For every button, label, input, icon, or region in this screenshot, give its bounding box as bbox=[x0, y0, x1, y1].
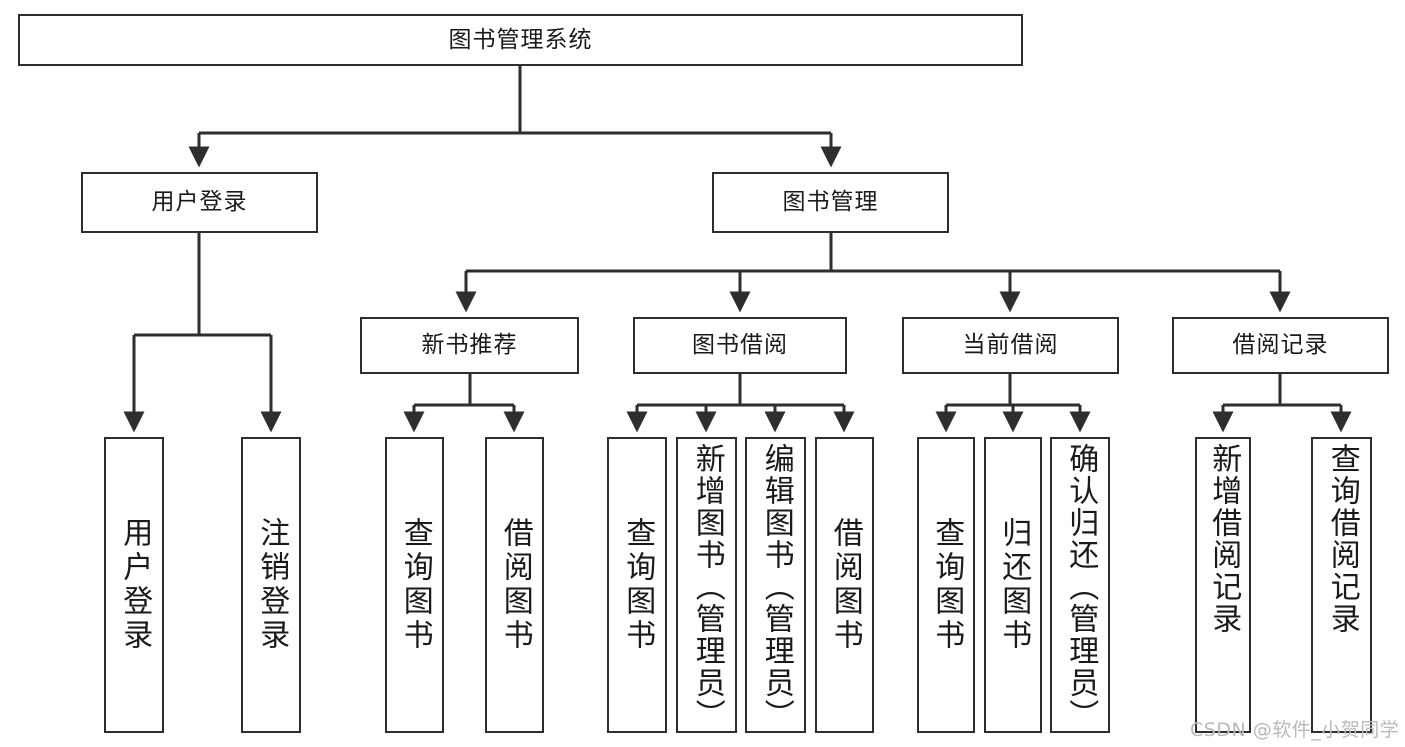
leaf-logout[interactable]: 注销登录 bbox=[241, 437, 301, 733]
csdn-watermark: CSDN @软件_小贺同学 bbox=[1190, 719, 1400, 741]
node-book-management-label: 图书管理 bbox=[782, 189, 879, 215]
node-new-book-recommend-label: 新书推荐 bbox=[421, 332, 518, 358]
leaf-query-borrow-record-label: 查询借阅记录 bbox=[1324, 443, 1360, 635]
leaf-query-books-recommend[interactable]: 查询图书 bbox=[385, 437, 444, 733]
node-user-login-label: 用户登录 bbox=[151, 189, 248, 215]
leaf-edit-book-admin-label: 编辑图书（管理员） bbox=[758, 443, 794, 731]
node-user-login[interactable]: 用户登录 bbox=[81, 172, 318, 233]
node-borrow-records-label: 借阅记录 bbox=[1232, 332, 1329, 358]
node-current-borrow[interactable]: 当前借阅 bbox=[902, 317, 1119, 374]
leaf-edit-book-admin[interactable]: 编辑图书（管理员） bbox=[745, 437, 806, 733]
node-root[interactable]: 图书管理系统 bbox=[18, 14, 1023, 66]
node-current-borrow-label: 当前借阅 bbox=[962, 332, 1059, 358]
node-book-management[interactable]: 图书管理 bbox=[712, 172, 949, 233]
leaf-confirm-return-admin-label: 确认归还（管理员） bbox=[1063, 443, 1099, 731]
leaf-add-borrow-record-label: 新增借阅记录 bbox=[1206, 443, 1242, 635]
leaf-user-login-label: 用户登录 bbox=[117, 517, 153, 653]
leaf-query-borrow-record[interactable]: 查询借阅记录 bbox=[1311, 437, 1372, 733]
leaf-logout-label: 注销登录 bbox=[254, 517, 290, 653]
leaf-add-borrow-record[interactable]: 新增借阅记录 bbox=[1195, 437, 1251, 733]
node-book-borrow[interactable]: 图书借阅 bbox=[633, 317, 847, 374]
leaf-query-books-current-label: 查询图书 bbox=[929, 517, 965, 653]
leaf-borrow-books-recommend[interactable]: 借阅图书 bbox=[485, 437, 544, 733]
node-root-label: 图书管理系统 bbox=[448, 26, 593, 53]
leaf-query-books-borrow[interactable]: 查询图书 bbox=[607, 437, 667, 733]
leaf-query-books-recommend-label: 查询图书 bbox=[397, 517, 433, 653]
leaf-query-books-current[interactable]: 查询图书 bbox=[917, 437, 975, 733]
leaf-add-book-admin[interactable]: 新增图书（管理员） bbox=[676, 437, 737, 733]
leaf-return-books[interactable]: 归还图书 bbox=[984, 437, 1042, 733]
leaf-return-books-label: 归还图书 bbox=[996, 517, 1032, 653]
leaf-query-books-borrow-label: 查询图书 bbox=[620, 517, 656, 653]
leaf-borrow-books-recommend-label: 借阅图书 bbox=[497, 517, 533, 653]
node-new-book-recommend[interactable]: 新书推荐 bbox=[360, 317, 579, 374]
leaf-add-book-admin-label: 新增图书（管理员） bbox=[689, 443, 725, 731]
leaf-borrow-books[interactable]: 借阅图书 bbox=[815, 437, 874, 733]
node-borrow-records[interactable]: 借阅记录 bbox=[1172, 317, 1389, 374]
leaf-user-login[interactable]: 用户登录 bbox=[104, 437, 164, 733]
leaf-borrow-books-label: 借阅图书 bbox=[827, 517, 863, 653]
node-book-borrow-label: 图书借阅 bbox=[692, 332, 788, 358]
leaf-confirm-return-admin[interactable]: 确认归还（管理员） bbox=[1050, 437, 1110, 733]
